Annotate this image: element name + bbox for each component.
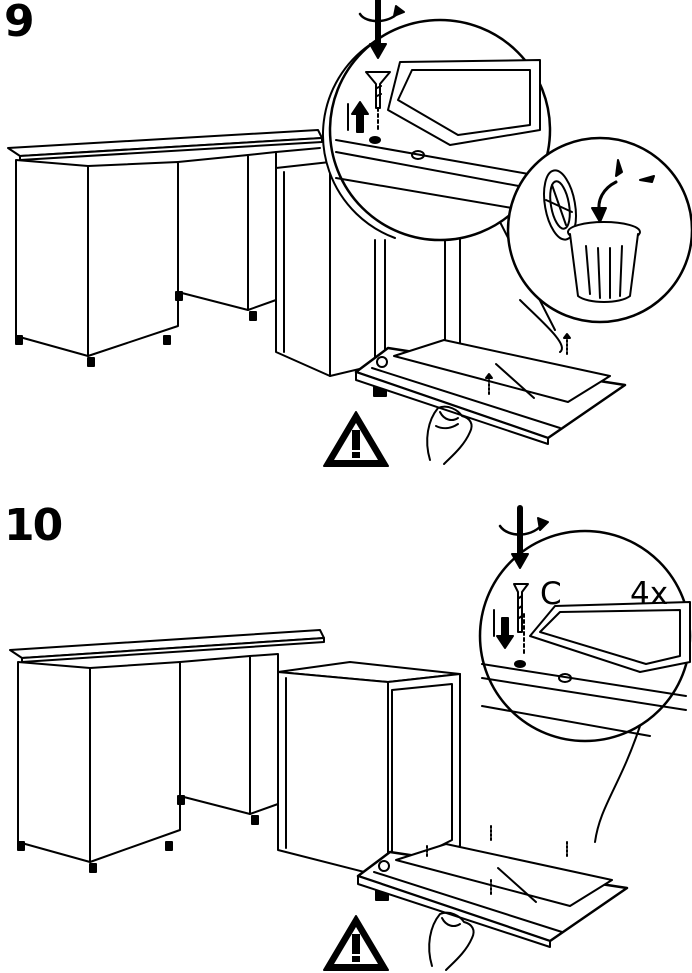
- base-cabinet: [10, 630, 324, 872]
- quantity-label: 4x: [630, 576, 668, 612]
- warning-icon: [324, 412, 388, 466]
- step-10-illustration: C 4x: [0, 486, 692, 973]
- warning-icon: [324, 916, 388, 970]
- step-9-illustration: [0, 0, 692, 486]
- step-9-panel: 9: [0, 0, 692, 486]
- base-cabinet: [8, 130, 322, 366]
- hand-icon: [429, 913, 473, 970]
- part-label: C: [540, 576, 562, 612]
- trash-can-icon: [568, 222, 640, 302]
- step-10-panel: 10: [0, 486, 692, 973]
